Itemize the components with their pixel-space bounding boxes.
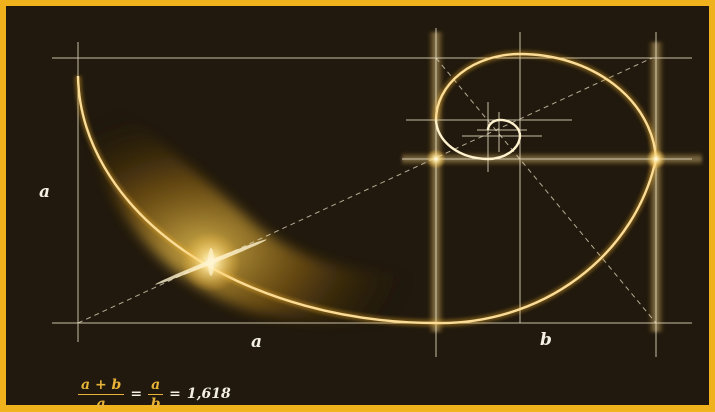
fraction-numerator: a + b [78,378,125,395]
equals-sign: = [130,386,143,402]
golden-ratio-formula: a + b a = a b = 1,618 [78,377,231,411]
label-bottom-b: b [540,330,552,350]
diagonal-secondary [435,57,657,324]
small-flare [426,149,666,169]
label-side-a: a [39,182,51,202]
dashed-diagonals [77,57,657,324]
fraction-denominator: b [150,395,161,412]
fraction-numerator: a [148,378,164,395]
golden-ratio-value: 1,618 [186,386,231,402]
diagonal-main [77,57,653,324]
fraction-a-over-b: a b [148,378,164,412]
golden-spiral-glow [74,50,660,327]
fraction-a-plus-b-over-a: a + b a [78,378,125,412]
label-bottom-a: a [251,332,263,352]
golden-spiral-diagram [52,28,702,357]
diagram-canvas: a a b a + b a = a b = 1,618 [12,12,715,411]
lens-flare [155,232,267,292]
equals-sign: = [169,386,181,402]
fraction-denominator: a [96,395,106,412]
spiral-glow-fill [78,76,436,325]
